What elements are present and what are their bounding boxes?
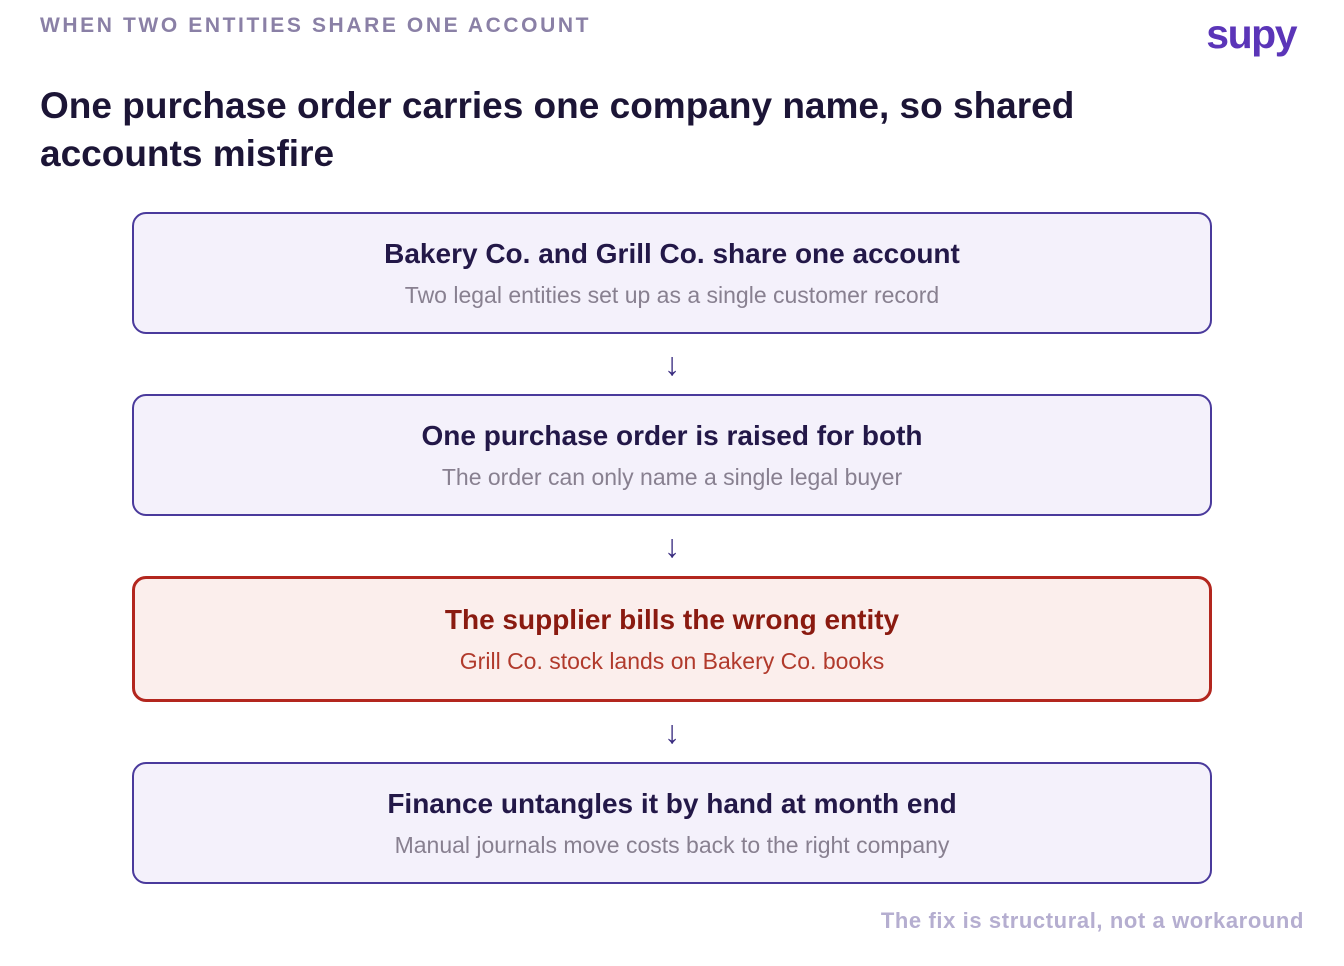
footer-note: The fix is structural, not a workaround (880, 908, 1304, 933)
step-title: Bakery Co. and Grill Co. share one accou… (384, 238, 960, 269)
down-arrow-icon: ↓ (664, 714, 680, 750)
page-title: One purchase order carries one company n… (40, 85, 1075, 174)
down-arrow-icon: ↓ (664, 346, 680, 382)
step-subtitle: The order can only name a single legal b… (441, 464, 903, 490)
step-title: The supplier bills the wrong entity (444, 604, 900, 635)
step-subtitle: Manual journals move costs back to the r… (394, 832, 950, 858)
step-title: One purchase order is raised for both (421, 420, 923, 451)
step-single-purchase-order: One purchase order is raised for both Th… (132, 394, 1212, 516)
step-wrong-entity-billed: The supplier bills the wrong entity Gril… (132, 576, 1212, 702)
down-arrow-icon: ↓ (664, 528, 680, 564)
step-subtitle: Grill Co. stock lands on Bakery Co. book… (459, 648, 885, 674)
supy-logo: supy (1206, 11, 1297, 57)
step-manual-untangle: Finance untangles it by hand at month en… (132, 762, 1212, 884)
flow-diagram: Bakery Co. and Grill Co. share one accou… (132, 212, 1212, 884)
step-shared-account: Bakery Co. and Grill Co. share one accou… (132, 212, 1212, 334)
step-title: Finance untangles it by hand at month en… (387, 788, 957, 819)
eyebrow-label: WHEN TWO ENTITIES SHARE ONE ACCOUNT (40, 14, 592, 37)
step-subtitle: Two legal entities set up as a single cu… (404, 282, 940, 308)
